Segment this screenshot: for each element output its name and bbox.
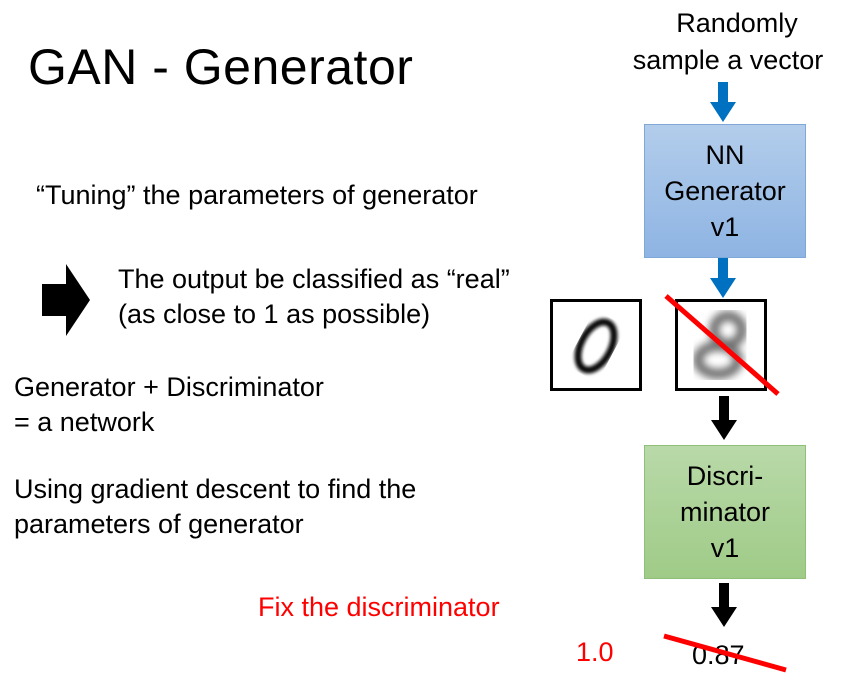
random-vector-label-2: sample a vector (632, 45, 824, 75)
fix-discriminator-note: Fix the discriminator (258, 592, 500, 622)
down-arrow-black-icon (711, 583, 737, 627)
generator-label-2: Generator (664, 176, 786, 206)
real-digit-image (550, 299, 642, 391)
down-arrow-blue-icon (710, 82, 736, 122)
discriminator-label-2: minator (679, 497, 771, 527)
slide-title: GAN - Generator (28, 39, 414, 95)
network-text-1: Generator + Discriminator (14, 372, 324, 402)
down-arrow-black-icon (711, 396, 737, 440)
tuning-text: “Tuning” the parameters of generator (36, 180, 478, 210)
network-text-2: = a network (14, 407, 155, 437)
close-to-one-text: (as close to 1 as possible) (118, 299, 431, 329)
target-score: 1.0 (576, 637, 614, 667)
discriminator-label-1: Discri- (686, 461, 764, 491)
output-real-text: The output be classified as “real” (118, 264, 510, 294)
strike-generated-image (664, 294, 780, 396)
generator-label-3: v1 (710, 212, 740, 242)
random-vector-label-1: Randomly (676, 8, 798, 38)
discriminator-label-3: v1 (710, 533, 740, 563)
gradient-text-1: Using gradient descent to find the (14, 474, 417, 504)
gradient-text-2: parameters of generator (14, 509, 304, 539)
generator-label-1: NN (705, 140, 745, 170)
strike-old-score (663, 633, 787, 673)
generator-box: NN Generator v1 (644, 124, 806, 258)
discriminator-box: Discri- minator v1 (644, 445, 806, 579)
down-arrow-blue-icon (710, 258, 736, 298)
right-arrow-icon (42, 264, 90, 336)
